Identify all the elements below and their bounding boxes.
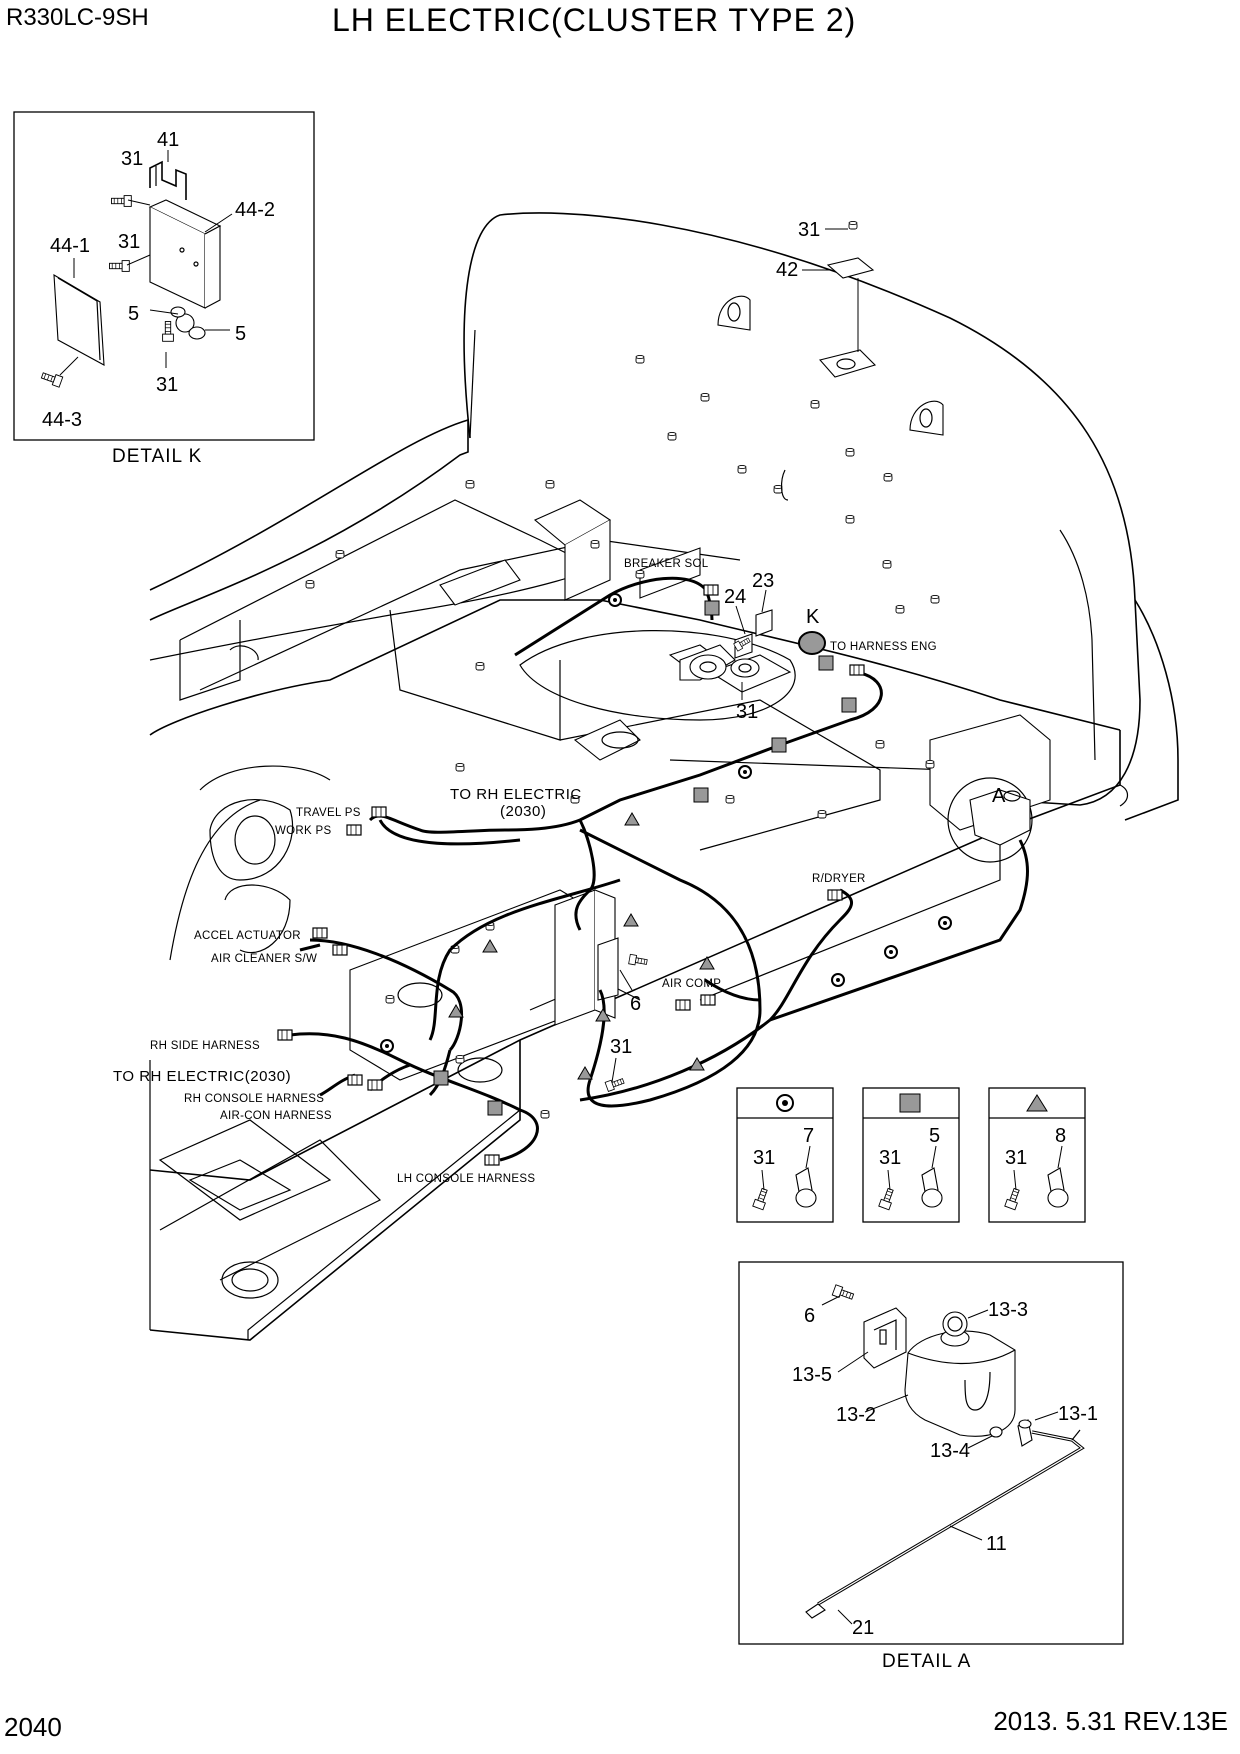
label-travel-ps: TRAVEL PS (296, 807, 361, 819)
callout-21: 21 (852, 1617, 874, 1639)
callout-13-4: 13-4 (930, 1440, 970, 1462)
callout-13-3: 13-3 (988, 1299, 1028, 1321)
label-lh-console-harness: LH CONSOLE HARNESS (397, 1173, 535, 1185)
callout-31: 31 (121, 148, 143, 170)
callout-44-1: 44-1 (50, 235, 90, 257)
callout-13-1: 13-1 (1058, 1403, 1098, 1425)
label-to-harness-eng: TO HARNESS ENG (830, 641, 937, 653)
legend-bolt-31: 31 (1005, 1147, 1027, 1169)
clamp-legend: 31 7 31 5 31 8 (736, 1087, 1086, 1223)
label-air-comp: AIR COMP (662, 978, 721, 990)
callout-13-2: 13-2 (836, 1404, 876, 1426)
page-number: 2040 (4, 1712, 62, 1742)
callout-11: 11 (986, 1533, 1007, 1555)
label-to-rh-electric: TO RH ELECTRIC (450, 786, 582, 803)
callout-6: 6 (630, 993, 641, 1015)
callout-31: 31 (798, 219, 820, 241)
legend-triangle: 31 8 (988, 1087, 1086, 1223)
callout-31: 31 (736, 701, 758, 723)
callout-A: A (992, 785, 1006, 807)
legend-bolt-31: 31 (879, 1147, 901, 1169)
callout-23: 23 (752, 570, 774, 592)
callout-44-3: 44-3 (42, 409, 82, 431)
label-rh-side-harness: RH SIDE HARNESS (150, 1040, 260, 1052)
callout-K: K (806, 606, 820, 628)
legend-clamp-8: 8 (1055, 1125, 1066, 1147)
detail-k-frame (13, 111, 315, 441)
label-rh-console-harness: RH CONSOLE HARNESS (184, 1093, 324, 1105)
callout-5: 5 (128, 303, 139, 325)
callout-42: 42 (776, 259, 798, 281)
callout-41: 41 (157, 129, 179, 151)
detail-a-caption: DETAIL A (882, 1651, 971, 1672)
label-air-cleaner-sw: AIR CLEANER S/W (211, 953, 317, 965)
page-title: LH ELECTRIC(CLUSTER TYPE 2) (332, 2, 857, 38)
label-to-rh-electric-2030: TO RH ELECTRIC(2030) (113, 1068, 291, 1085)
callout-24: 24 (724, 586, 746, 608)
label-breaker-sol: BREAKER SOL (624, 558, 709, 570)
legend-clamp-7: 7 (803, 1125, 814, 1147)
callout-13-5: 13-5 (792, 1364, 832, 1386)
legend-clamp-5: 5 (929, 1125, 940, 1147)
callout-5: 5 (235, 323, 246, 345)
detail-k-panel: 41 31 44-2 31 44-1 5 5 31 44-3 DETAIL K (13, 111, 315, 467)
callout-6: 6 (804, 1305, 815, 1327)
callout-31: 31 (118, 231, 140, 253)
model-number: R330LC-9SH (6, 4, 149, 31)
upper-frame-drawing (149, 212, 1179, 1341)
label-to-rh-electric-ref: (2030) (500, 803, 546, 820)
detail-a-frame (738, 1261, 1124, 1645)
revision-date: 2013. 5.31 REV.13E (993, 1706, 1228, 1736)
detail-k-caption: DETAIL K (112, 446, 202, 467)
legend-square: 31 5 (862, 1087, 960, 1223)
label-air-con-harness: AIR-CON HARNESS (220, 1110, 332, 1122)
callout-31: 31 (610, 1036, 632, 1058)
detail-a-panel: 6 13-3 13-5 13-2 13-1 13-4 11 21 DETAIL … (738, 1261, 1124, 1672)
callout-31: 31 (156, 374, 178, 396)
legend-bolt-31: 31 (753, 1147, 775, 1169)
label-work-ps: WORK PS (275, 825, 331, 837)
clamp-markers (380, 593, 952, 1116)
wiring-harness (277, 576, 1029, 1166)
label-r-dryer: R/DRYER (812, 873, 866, 885)
legend-circle-dot: 31 7 (736, 1087, 834, 1223)
callout-44-2: 44-2 (235, 199, 275, 221)
main-callouts: 31 42 23 24 K 31 A 6 31 BREAKER SOL TO H… (113, 219, 1006, 1185)
label-accel-actuator: ACCEL ACTUATOR (194, 930, 301, 942)
